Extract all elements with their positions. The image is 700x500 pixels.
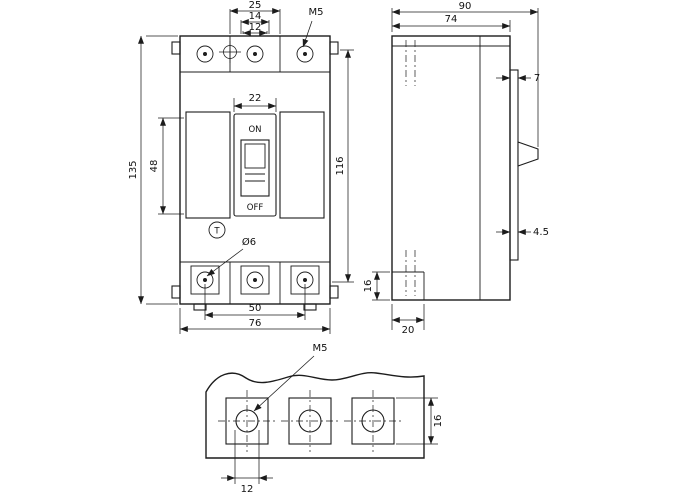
dim-20-label: 20 — [402, 325, 415, 336]
dim-116: 116 — [332, 49, 354, 283]
side-toggle-lever — [517, 141, 539, 167]
dia6-label: Ø6 — [242, 236, 256, 248]
m5-callout-front: M5 — [302, 7, 324, 48]
dim-span-50: 50 — [204, 284, 306, 320]
dim-side-16-label: 16 — [363, 280, 374, 293]
dim-window-22: 22 — [233, 93, 277, 112]
front-body-outline — [171, 35, 339, 311]
m5-bottom-label: M5 — [313, 343, 328, 354]
dim-76-label: 76 — [249, 318, 262, 329]
dim-hole-12: 12 — [221, 430, 273, 495]
dim-14: 14 — [240, 11, 270, 34]
front-cover: ON OFF T — [185, 111, 325, 239]
bottom-partial-outline — [205, 372, 425, 459]
dim-7-label: 7 — [534, 73, 540, 84]
dim-depth-90: 90 — [391, 1, 539, 147]
dim-116-label: 116 — [335, 156, 346, 175]
terminal-screw-top-3 — [296, 45, 314, 63]
off-label: OFF — [247, 203, 264, 213]
terminal-screw-top-1 — [196, 45, 214, 63]
terminal-screw-top-2 — [246, 45, 264, 63]
dim-bottom-12-label: 12 — [241, 484, 254, 495]
trip-test-label: T — [213, 227, 220, 237]
toggle-handle — [240, 139, 270, 197]
dim-12-front-label: 12 — [249, 22, 262, 33]
dim-step-4-5: 4.5 — [496, 227, 549, 238]
bottom-mounting-view: M5 16 12 — [205, 343, 444, 495]
on-label: ON — [248, 125, 261, 135]
dim-12-front: 12 — [242, 22, 268, 36]
mounting-pads — [218, 390, 402, 452]
dim-22-label: 22 — [249, 93, 262, 104]
m5-front-label: M5 — [309, 7, 324, 18]
dim-width-76: 76 — [179, 308, 331, 334]
dim-pitch-25-label: 25 — [249, 0, 262, 11]
front-top-terminal-band — [180, 36, 330, 73]
dim-pitch-25: 25 — [229, 0, 281, 34]
dim-4-5-label: 4.5 — [533, 227, 549, 238]
side-body-outline — [391, 35, 539, 301]
dim-handle-48: 48 — [149, 117, 184, 215]
mount-hole-crosshair — [219, 41, 241, 63]
dim-depth-74: 74 — [391, 14, 511, 32]
front-view: ON OFF T — [128, 0, 354, 334]
trip-test-button: T — [208, 221, 226, 239]
terminal-screw-bottom-2 — [246, 271, 264, 289]
dim-foot-20: 20 — [391, 304, 425, 336]
m5-callout-bottom: M5 — [253, 343, 328, 412]
dim-foot-16: 16 — [363, 271, 390, 301]
dim-48-label: 48 — [149, 160, 160, 173]
dim-bottom-16-label: 16 — [433, 415, 444, 428]
dim-height-135: 135 — [128, 35, 178, 305]
dim-step-7: 7 — [496, 73, 540, 84]
dim-90-label: 90 — [459, 1, 472, 12]
front-bottom-terminal-band — [180, 261, 330, 304]
dim-14-label: 14 — [249, 11, 262, 22]
dim-50-label: 50 — [249, 303, 262, 314]
dia6-callout: Ø6 — [206, 236, 256, 277]
side-view: 90 74 7 4.5 16 20 — [363, 1, 549, 336]
dim-135-label: 135 — [128, 160, 139, 179]
dim-pad-16: 16 — [396, 397, 444, 445]
dim-74-label: 74 — [445, 14, 458, 25]
